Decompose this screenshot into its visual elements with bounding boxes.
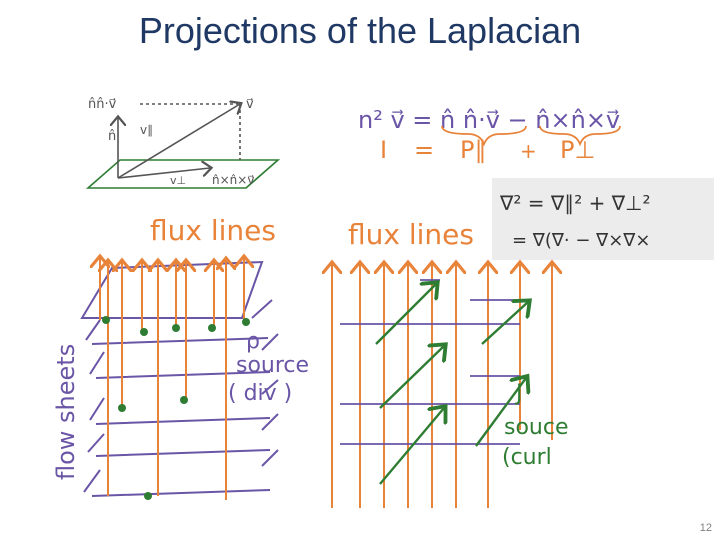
identity-eq: = bbox=[414, 136, 434, 164]
label-cross: n̂×n̂×v⃗ bbox=[212, 173, 254, 187]
label-nnv: n̂n̂·v⃗ bbox=[88, 97, 117, 112]
left-sheets bbox=[80, 260, 279, 497]
identity-line1: n² v⃗ = n̂ n̂·v⃗ − n̂×n̂×v⃗ bbox=[358, 106, 620, 134]
label-v-par: v∥ bbox=[140, 123, 153, 137]
label-v: v⃗ bbox=[246, 97, 254, 112]
flow-sheets-label: flow sheets bbox=[52, 344, 80, 480]
laplacian-line1: ∇² = ∇∥² + ∇⊥² bbox=[499, 191, 651, 215]
laplacian-inset-box bbox=[492, 178, 714, 260]
identity-Ppar: P∥ bbox=[460, 136, 486, 164]
page-title: Projections of the Laplacian bbox=[138, 10, 582, 51]
identity-equations: n² v⃗ = n̂ n̂·v⃗ − n̂×n̂×v⃗ I = P∥ + P⊥ bbox=[358, 106, 621, 164]
rho-symbol: ρ bbox=[246, 329, 260, 354]
laplacian-equations: ∇² = ∇∥² + ∇⊥² = ∇(∇· − ∇×∇× bbox=[499, 191, 651, 251]
identity-I: I bbox=[380, 136, 387, 164]
laplacian-line2: = ∇(∇· − ∇×∇× bbox=[512, 230, 650, 251]
source-word-left: source bbox=[236, 353, 309, 378]
projection-plane bbox=[85, 159, 281, 189]
source-word-right: souce bbox=[504, 415, 569, 440]
right-sheets bbox=[340, 279, 520, 445]
flux-label-right: flux lines bbox=[348, 218, 474, 251]
right-flux-lines bbox=[332, 264, 552, 508]
div-label: ( div ) bbox=[228, 381, 292, 406]
left-sources bbox=[102, 316, 250, 500]
flux-label-left: flux lines bbox=[150, 214, 276, 247]
brace-perp bbox=[539, 125, 621, 147]
left-flux-lines bbox=[100, 258, 244, 500]
label-v-perp: v⊥ bbox=[170, 174, 186, 187]
vector-v-parallel bbox=[117, 168, 210, 179]
identity-Pperp: P⊥ bbox=[560, 136, 595, 164]
J-symbol: J bbox=[514, 381, 523, 406]
curl-sources bbox=[375, 284, 528, 485]
brace-parallel bbox=[441, 125, 527, 147]
projection-sketch: n̂n̂·v⃗ v⃗ n̂ v∥ v⊥ n̂×n̂×v⃗ bbox=[85, 97, 281, 189]
identity-plus: + bbox=[520, 139, 537, 163]
slide-number: 12 bbox=[699, 522, 712, 534]
curl-label: (curl bbox=[502, 445, 552, 470]
vector-v bbox=[117, 104, 240, 179]
label-n: n̂ bbox=[108, 129, 116, 144]
